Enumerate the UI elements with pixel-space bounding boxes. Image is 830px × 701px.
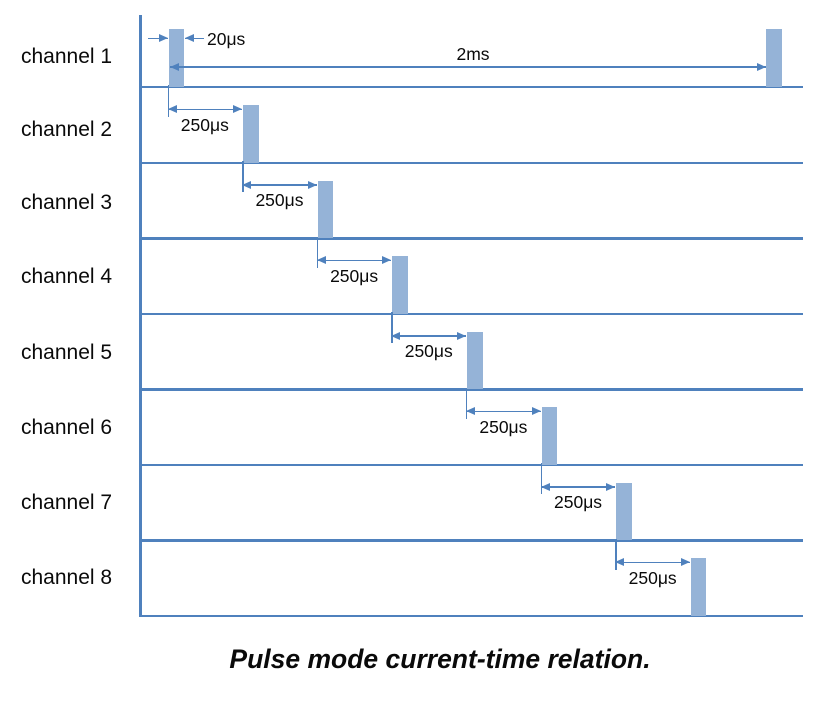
channel-baseline <box>139 614 803 618</box>
offset-label: 250μs <box>255 190 304 210</box>
arrowhead-left-icon <box>184 34 194 42</box>
pulse <box>467 331 483 389</box>
pulse <box>392 256 408 314</box>
offset-arrow-line <box>540 486 616 488</box>
arrowhead-left-icon <box>615 558 625 566</box>
arrowhead-right-icon <box>680 558 690 566</box>
pulse <box>243 105 259 163</box>
figure-caption: Pulse mode current-time relation. <box>229 644 651 674</box>
pulse-width-line-right <box>184 37 204 40</box>
offset-arrow-line <box>615 561 690 564</box>
arrowhead-right-icon <box>757 62 766 71</box>
offset-label: 250μs <box>180 114 229 135</box>
timing-diagram: channel 1 channel 2 channel 3 channel 4 chan… <box>21 15 803 618</box>
arrowhead-left-icon <box>466 407 476 415</box>
arrowhead-left-icon <box>316 256 326 264</box>
offset-arrow-line <box>316 259 392 262</box>
arrowhead-right-icon <box>307 180 317 189</box>
pulse <box>690 558 707 616</box>
channel-label: channel 5 <box>21 340 113 364</box>
offset-tick <box>242 161 244 192</box>
offset-label: 250μs <box>404 341 453 361</box>
arrowhead-right-icon <box>606 482 616 491</box>
arrowhead-left-icon <box>167 105 177 113</box>
channel-label: channel 6 <box>21 416 113 440</box>
channel-label: channel 8 <box>21 566 113 590</box>
offset-arrow-line <box>242 184 317 186</box>
offset-tick <box>391 312 393 343</box>
offset-tick <box>540 463 543 494</box>
channel-baseline <box>139 463 803 467</box>
arrowhead-left-icon <box>540 482 550 491</box>
channel-baseline <box>139 161 803 165</box>
pulse <box>168 29 184 87</box>
channel-label: channel 3 <box>21 190 113 214</box>
offset-label: 250μs <box>330 265 379 286</box>
arrowhead-right-icon <box>159 34 168 42</box>
offset-label: 250μs <box>628 567 677 588</box>
channel-label: channel 1 <box>21 45 113 68</box>
arrowhead-right-icon <box>233 105 243 113</box>
channel-label: channel 7 <box>21 491 113 515</box>
pulse <box>616 482 632 540</box>
arrowhead-right-icon <box>531 407 541 415</box>
pulse <box>541 407 558 465</box>
offset-arrow-line <box>391 335 467 337</box>
arrowhead-right-icon <box>457 331 467 340</box>
channel-baseline <box>139 388 803 391</box>
channel-baseline <box>139 237 803 240</box>
pulse-width-label: 20μs <box>207 28 246 49</box>
arrowhead-left-icon <box>391 331 401 340</box>
offset-tick <box>466 387 468 419</box>
period-arrow-line <box>169 66 766 69</box>
period-label: 2ms <box>456 43 490 64</box>
arrowhead-left-icon <box>169 62 179 71</box>
arrowhead-left-icon <box>242 180 252 189</box>
y-axis-line <box>139 15 142 618</box>
offset-label: 250μs <box>479 416 528 437</box>
offset-tick <box>615 538 617 570</box>
channel-label: channel 4 <box>21 265 113 289</box>
arrowhead-right-icon <box>382 256 392 264</box>
channel-baseline <box>139 312 803 316</box>
channel-baseline <box>139 539 803 542</box>
channel-label: channel 2 <box>21 118 113 141</box>
pulse-repeat <box>766 29 782 87</box>
pulse-width-line-left <box>147 37 168 40</box>
offset-tick <box>167 85 169 117</box>
offset-tick <box>316 236 319 268</box>
offset-label: 250μs <box>554 492 603 512</box>
offset-arrow-line <box>466 410 541 413</box>
offset-arrow-line <box>167 108 243 111</box>
pulse <box>317 180 334 238</box>
channel-baseline <box>139 85 803 89</box>
